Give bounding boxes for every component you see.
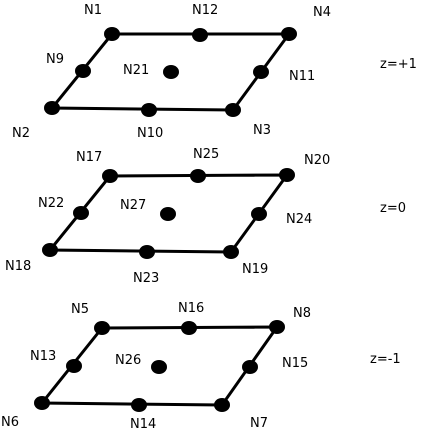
node-n24 (251, 207, 267, 221)
node-n22 (73, 206, 89, 220)
node-n8 (269, 320, 285, 334)
label-n26: N26 (115, 353, 141, 368)
label-n3: N3 (253, 123, 271, 138)
node-n15 (242, 360, 258, 374)
label-n13: N13 (30, 349, 56, 364)
node-n27 (160, 207, 176, 221)
layer-top: N1 N4 N3 N2 N12 N11 N10 N9 N21 z=+1 (12, 3, 417, 141)
node-n16 (181, 321, 197, 335)
label-n17: N17 (76, 150, 102, 165)
label-n27: N27 (120, 198, 146, 213)
label-n5: N5 (71, 302, 89, 317)
node-n23 (139, 245, 155, 259)
layer-top-z-label: z=+1 (380, 57, 417, 72)
label-n8: N8 (293, 306, 311, 321)
node-n9 (75, 64, 91, 78)
label-n20: N20 (304, 153, 330, 168)
label-n19: N19 (242, 262, 268, 277)
node-n11 (253, 65, 269, 79)
node-n7 (214, 398, 230, 412)
layer-middle: N17 N20 N19 N18 N25 N24 N23 N22 N27 z=0 (5, 147, 406, 286)
label-n4: N4 (313, 5, 331, 20)
label-n16: N16 (178, 301, 204, 316)
label-n21: N21 (123, 63, 149, 78)
label-n10: N10 (137, 126, 163, 141)
layer-middle-z-label: z=0 (380, 201, 406, 216)
node-n13 (66, 359, 82, 373)
node-n14 (131, 398, 147, 412)
node-n10 (141, 103, 157, 117)
node-n12 (192, 28, 208, 42)
label-n7: N7 (250, 416, 268, 431)
label-n11: N11 (289, 69, 315, 84)
label-n24: N24 (286, 212, 312, 227)
label-n15: N15 (282, 356, 308, 371)
node-n2 (44, 101, 60, 115)
node-n17 (102, 169, 118, 183)
node-n6 (34, 396, 50, 410)
label-n22: N22 (38, 196, 64, 211)
node-n1 (104, 27, 120, 41)
layer-bottom-z-label: z=-1 (370, 352, 401, 367)
node-n4 (281, 27, 297, 41)
label-n23: N23 (133, 271, 159, 286)
node-n20 (279, 168, 295, 182)
label-n25: N25 (193, 147, 219, 162)
node-n3 (225, 103, 241, 117)
layer-bottom: N5 N8 N7 N6 N16 N15 N14 N13 N26 z=-1 (1, 301, 401, 432)
label-n12: N12 (192, 3, 218, 18)
node-n26 (151, 360, 167, 374)
label-n1: N1 (84, 3, 102, 18)
label-n6: N6 (1, 415, 19, 430)
label-n14: N14 (130, 417, 156, 432)
label-n18: N18 (5, 259, 31, 274)
label-n9: N9 (46, 52, 64, 67)
node-n5 (94, 321, 110, 335)
node-n25 (190, 169, 206, 183)
label-n2: N2 (12, 126, 30, 141)
node-n18 (42, 243, 58, 257)
node-n21 (163, 65, 179, 79)
node-n19 (223, 245, 239, 259)
